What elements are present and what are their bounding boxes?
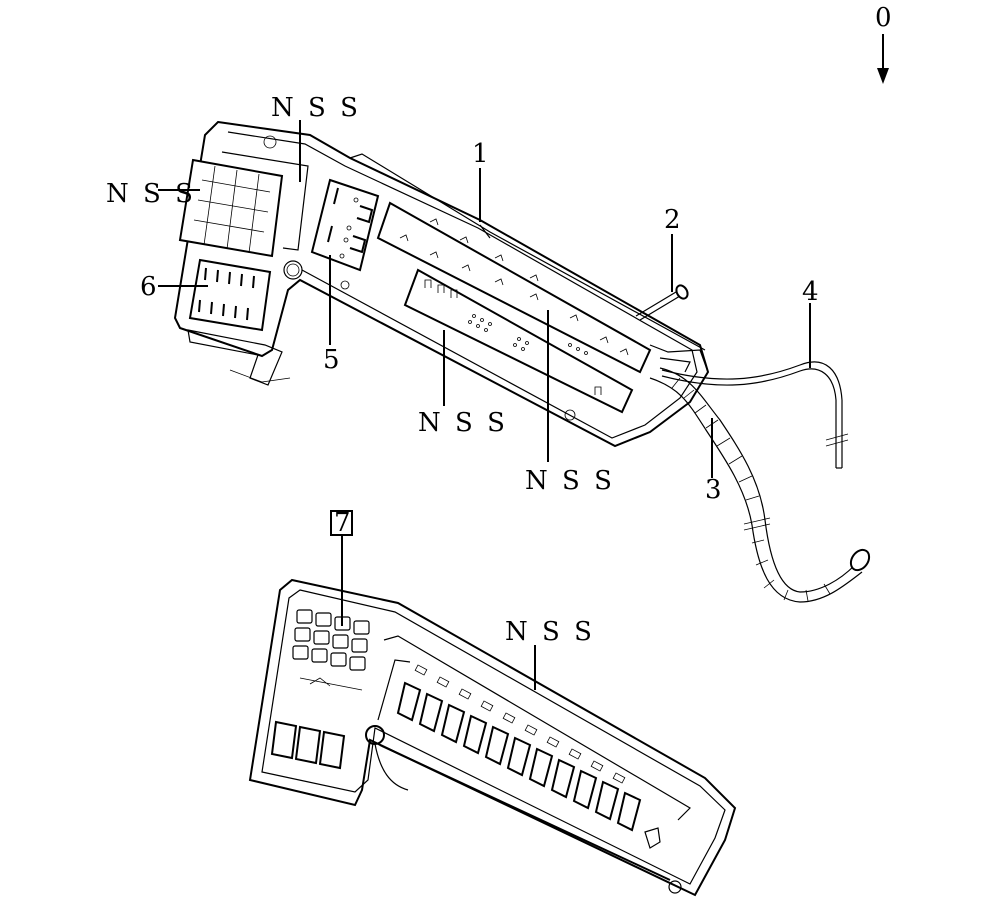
callout-2: 2: [664, 205, 684, 235]
wire-item-4: [661, 361, 849, 469]
view-direction-arrow: [877, 34, 889, 84]
callout-3: 3: [705, 475, 725, 505]
callout-1: 1: [472, 139, 492, 169]
leader-lines: [158, 120, 811, 690]
upper-switch-panel-assembly: [173, 120, 710, 448]
lower-switch-panel-assembly: [248, 578, 737, 897]
callout-6: 6: [140, 272, 160, 302]
callout-nss-left: N S S: [106, 179, 196, 209]
callout-nss-switch-strip: N S S: [505, 617, 595, 647]
callout-nss-lower-panel: N S S: [418, 408, 508, 438]
callout-nss-upper-panel: N S S: [525, 466, 615, 496]
callout-4: 4: [802, 277, 822, 307]
view-marker-label: 0: [875, 3, 895, 33]
callout-7: 7: [334, 508, 354, 538]
callout-7-box: [330, 510, 353, 536]
corrugated-tube-item-3: [649, 367, 871, 603]
callout-5: 5: [323, 345, 343, 375]
screw-item-2: [635, 284, 689, 321]
callout-nss-top: N S S: [271, 93, 361, 123]
